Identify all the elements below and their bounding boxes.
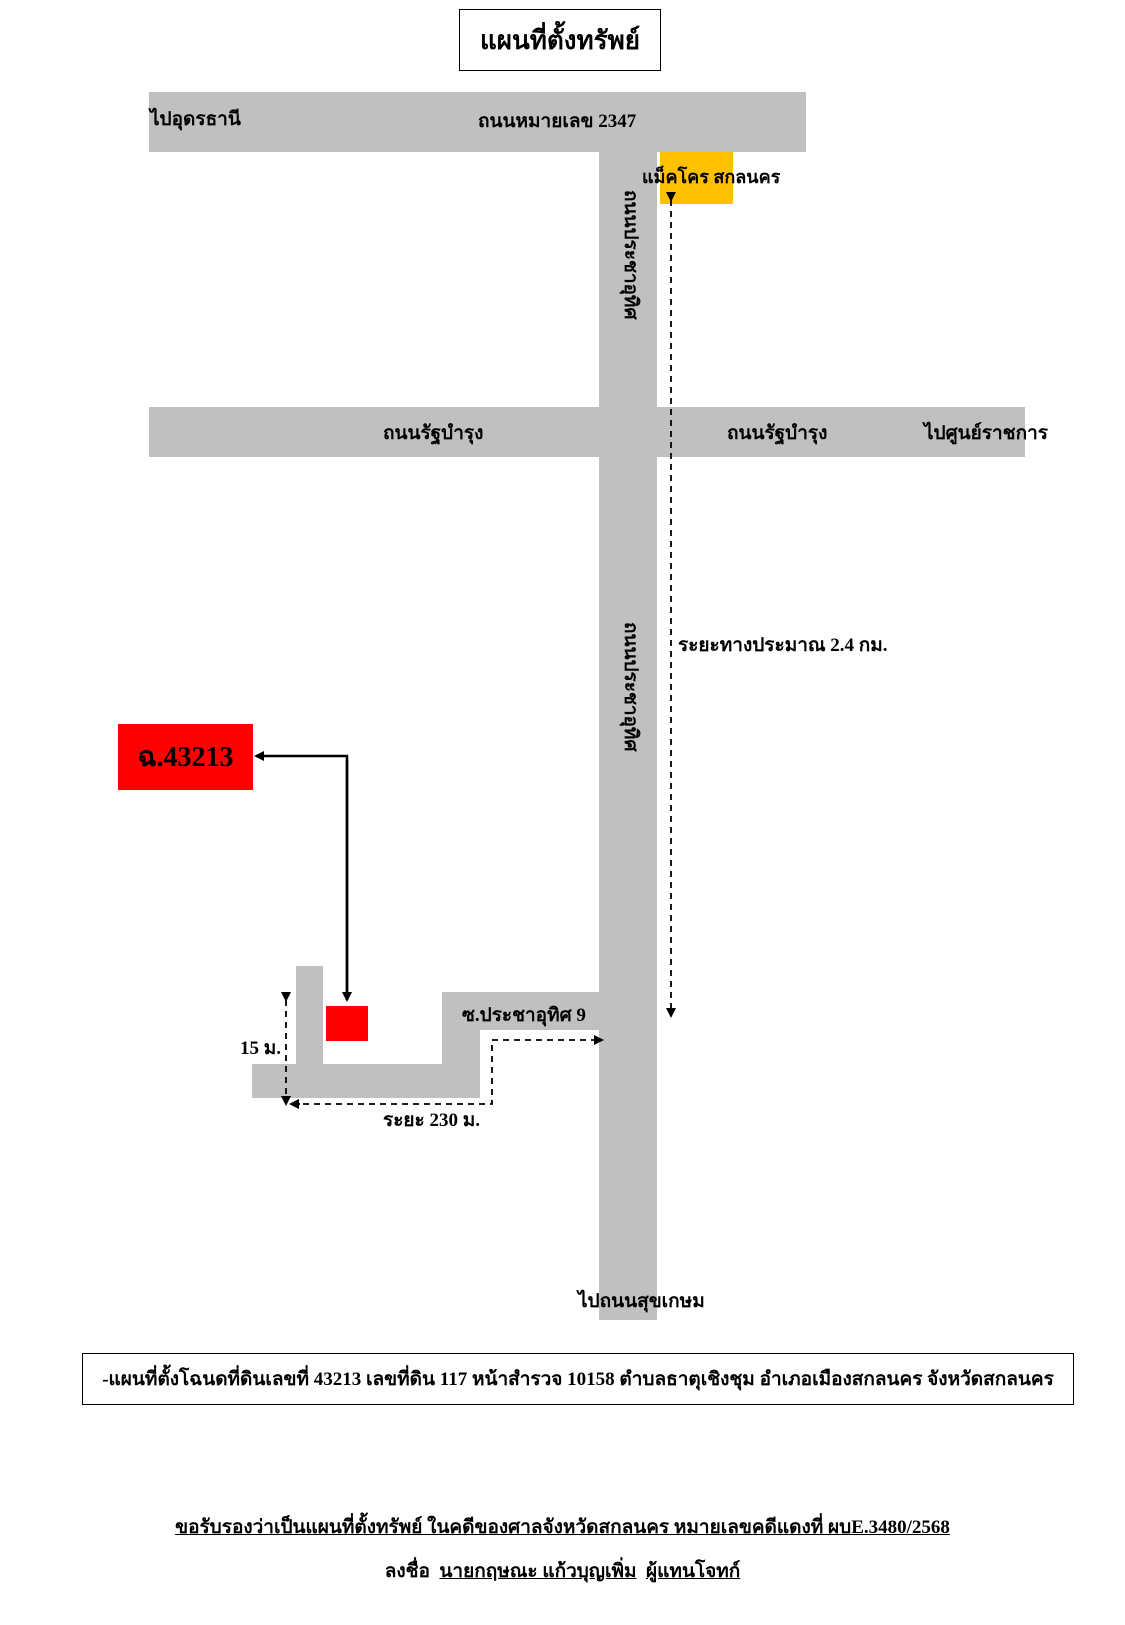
- plot-marker: [326, 1006, 368, 1041]
- top-road-label: ถนนหมายเลข 2347: [478, 111, 637, 132]
- soi-road-entrance: [442, 992, 599, 1030]
- landmark-label: แม็คโคร สกลนคร: [642, 167, 781, 187]
- middle-road-left-label: ถนนรัฐบำรุง: [383, 423, 484, 444]
- certification-line: ขอรับรองว่าเป็นแผนที่ตั้งทรัพย์ ในคดีของ…: [0, 1512, 1125, 1542]
- bottom-direction: ไปถนนสุขเกษม: [578, 1291, 705, 1312]
- road-ratthamrung-left: [149, 407, 599, 457]
- signature-line: ลงชื่อ นายกฤษณะ แก้วบุญเพิ่ม ผู้แทนโจทก์: [0, 1556, 1125, 1586]
- plot-label: ฉ.43213: [118, 724, 253, 790]
- soi-label: ซ.ประชาอุทิศ 9: [462, 1005, 586, 1026]
- soi-road-spur: [296, 966, 323, 1064]
- road-ratthamrung-right: [657, 407, 1025, 457]
- deed-info: -แผนที่ตั้งโฉนดที่ดินเลขที่ 43213 เลขที่…: [82, 1353, 1074, 1405]
- map-title: แผนที่ตั้งทรัพย์: [459, 9, 661, 71]
- certification-text: ขอรับรองว่าเป็นแผนที่ตั้งทรัพย์ ในคดีของ…: [175, 1517, 950, 1538]
- middle-right-direction: ไปศูนย์ราชการ: [924, 423, 1048, 444]
- signature-role: ผู้แทนโจทก์: [646, 1561, 741, 1582]
- road-2347: [149, 92, 806, 152]
- soi-distance-label: ระยะ 230 ม.: [383, 1110, 481, 1131]
- main-distance-label: ระยะทางประมาณ 2.4 กม.: [678, 635, 888, 656]
- road-pracha-uthit: [599, 152, 657, 1320]
- top-left-direction: ไปอุดรธานี: [150, 109, 241, 130]
- soi-distance-arrow: [292, 1035, 604, 1105]
- plot-pointer-arrow: [254, 751, 349, 1000]
- signature-name: นายกฤษณะ แก้วบุญเพิ่ม: [439, 1561, 637, 1582]
- middle-road-right-label: ถนนรัฐบำรุง: [727, 423, 828, 444]
- side-distance-label: 15 ม.: [240, 1038, 282, 1059]
- signature-prefix: ลงชื่อ: [384, 1561, 430, 1582]
